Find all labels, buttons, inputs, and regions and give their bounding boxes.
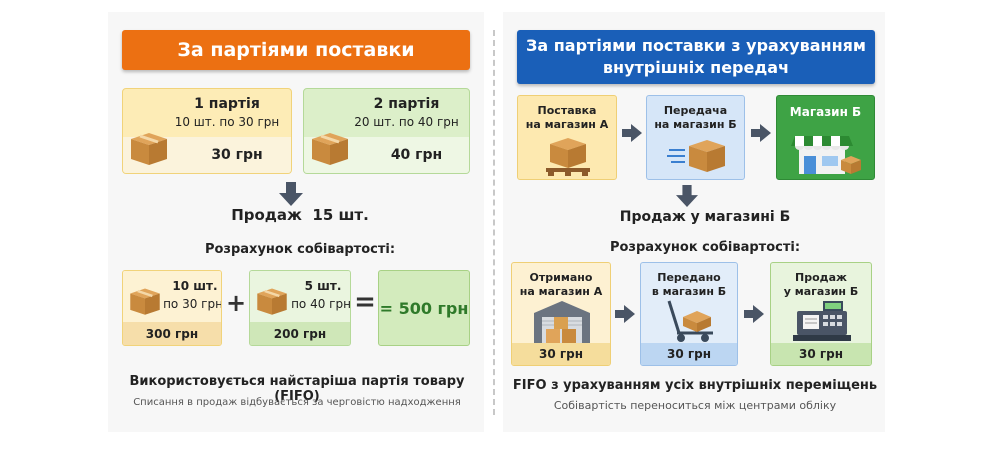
calc-part-2-qty: 5 шт.	[304, 279, 342, 293]
flow-supply-label-2: на магазин А	[525, 118, 609, 131]
fast-box-icon	[667, 140, 725, 172]
received-price: 30 грн	[538, 347, 584, 361]
calc-result-box: = 500 грн	[378, 270, 470, 346]
batch-1-total: 30 грн	[211, 147, 263, 163]
batch-2-detail: 20 шт. по 40 грн	[354, 114, 459, 129]
transferred-price: 30 грн	[666, 347, 712, 361]
flow-transfer-label-2: на магазин Б	[654, 118, 737, 131]
batch-2-card: 2 партія 20 шт. по 40 грн 40 грн	[303, 88, 470, 174]
box-icon	[131, 133, 167, 165]
calc-part-1-price: по 30 грн	[163, 297, 222, 311]
box-icon	[257, 288, 287, 315]
calc-result: = 500 грн	[379, 298, 469, 318]
shop-icon	[791, 136, 861, 174]
transferred-store-b: Передано в магазин Б 30 грн	[640, 262, 738, 366]
left-title: За партіями поставки	[122, 30, 470, 70]
sale-price: 30 грн	[798, 347, 844, 361]
flow-store-b-label: Магазин Б	[789, 105, 862, 119]
right-footer-sub: Собівартість переноситься між центрами о…	[553, 399, 837, 412]
arrow-down-icon	[676, 185, 698, 207]
left-footer-sub: Списання в продаж відбувається за чергов…	[133, 397, 461, 408]
arrow-right-icon	[751, 124, 771, 142]
batch-2-total: 40 грн	[390, 147, 443, 163]
warehouse-icon	[534, 301, 590, 343]
arrow-down-icon	[279, 182, 303, 206]
arrow-right-icon	[615, 305, 635, 323]
batch-1-detail: 10 шт. по 30 грн	[174, 114, 280, 129]
batch-1-card: 1 партія 10 шт. по 30 грн 30 грн	[122, 88, 292, 174]
equals-sign: =	[354, 287, 376, 317]
left-calc-title: Розрахунок собівартості:	[204, 242, 396, 257]
flow-transfer-label-1: Передача	[663, 104, 728, 117]
received-label-2: на магазин А	[519, 285, 603, 298]
batch-2-name: 2 партія	[373, 95, 440, 112]
right-title-line1: За партіями поставки з урахуванням	[526, 36, 866, 55]
flow-supply-label-1: Поставка	[537, 104, 597, 117]
left-sale-text: Продаж 15 шт.	[231, 206, 369, 224]
sale-label-1: Продаж	[795, 271, 847, 284]
sale-label-2: у магазин Б	[783, 285, 859, 298]
right-sale-text: Продаж у магазині Б	[619, 209, 791, 225]
transferred-label-2: в магазин Б	[651, 285, 727, 298]
hand-truck-icon	[667, 300, 713, 342]
calc-part-2-sum: 200 грн	[273, 326, 327, 341]
right-calc-title: Розрахунок собівартості:	[609, 240, 801, 255]
flow-store-b: Магазин Б	[776, 95, 875, 180]
box-icon	[130, 288, 160, 315]
arrow-right-icon	[744, 305, 764, 323]
flow-supply-store-a: Поставка на магазин А	[517, 95, 617, 180]
calc-part-2: 5 шт. по 40 грн 200 грн	[249, 270, 351, 346]
right-title: За партіями поставки з урахуванням внутр…	[517, 30, 875, 84]
left-panel-bg	[108, 12, 484, 432]
batch-1-name: 1 партія	[194, 95, 260, 112]
right-title-line2: внутрішніх передач	[602, 58, 790, 77]
calc-part-2-price: по 40 грн	[291, 297, 351, 311]
arrow-right-icon	[622, 124, 642, 142]
box-icon	[312, 133, 348, 165]
pallet-box-icon	[546, 138, 590, 176]
panel-divider	[493, 30, 495, 415]
calc-part-1: 10 шт. по 30 грн 300 грн	[122, 270, 222, 346]
sale-store-b: Продаж у магазин Б 30 грн	[770, 262, 872, 366]
received-label-1: Отримано	[529, 271, 593, 284]
flow-transfer-store-b: Передача на магазин Б	[646, 95, 745, 180]
received-store-a: Отримано на магазин А 30 грн	[511, 262, 611, 366]
cash-register-icon	[793, 301, 851, 341]
left-footer-main: Використовується найстаріша партія товар…	[129, 374, 465, 404]
calc-part-1-sum: 300 грн	[145, 326, 199, 341]
calc-part-1-qty: 10 шт.	[172, 279, 218, 293]
transferred-label-1: Передано	[657, 271, 721, 284]
plus-sign: +	[225, 289, 247, 317]
right-footer-main: FIFO з урахуванням усіх внутрішніх перем…	[512, 378, 878, 393]
